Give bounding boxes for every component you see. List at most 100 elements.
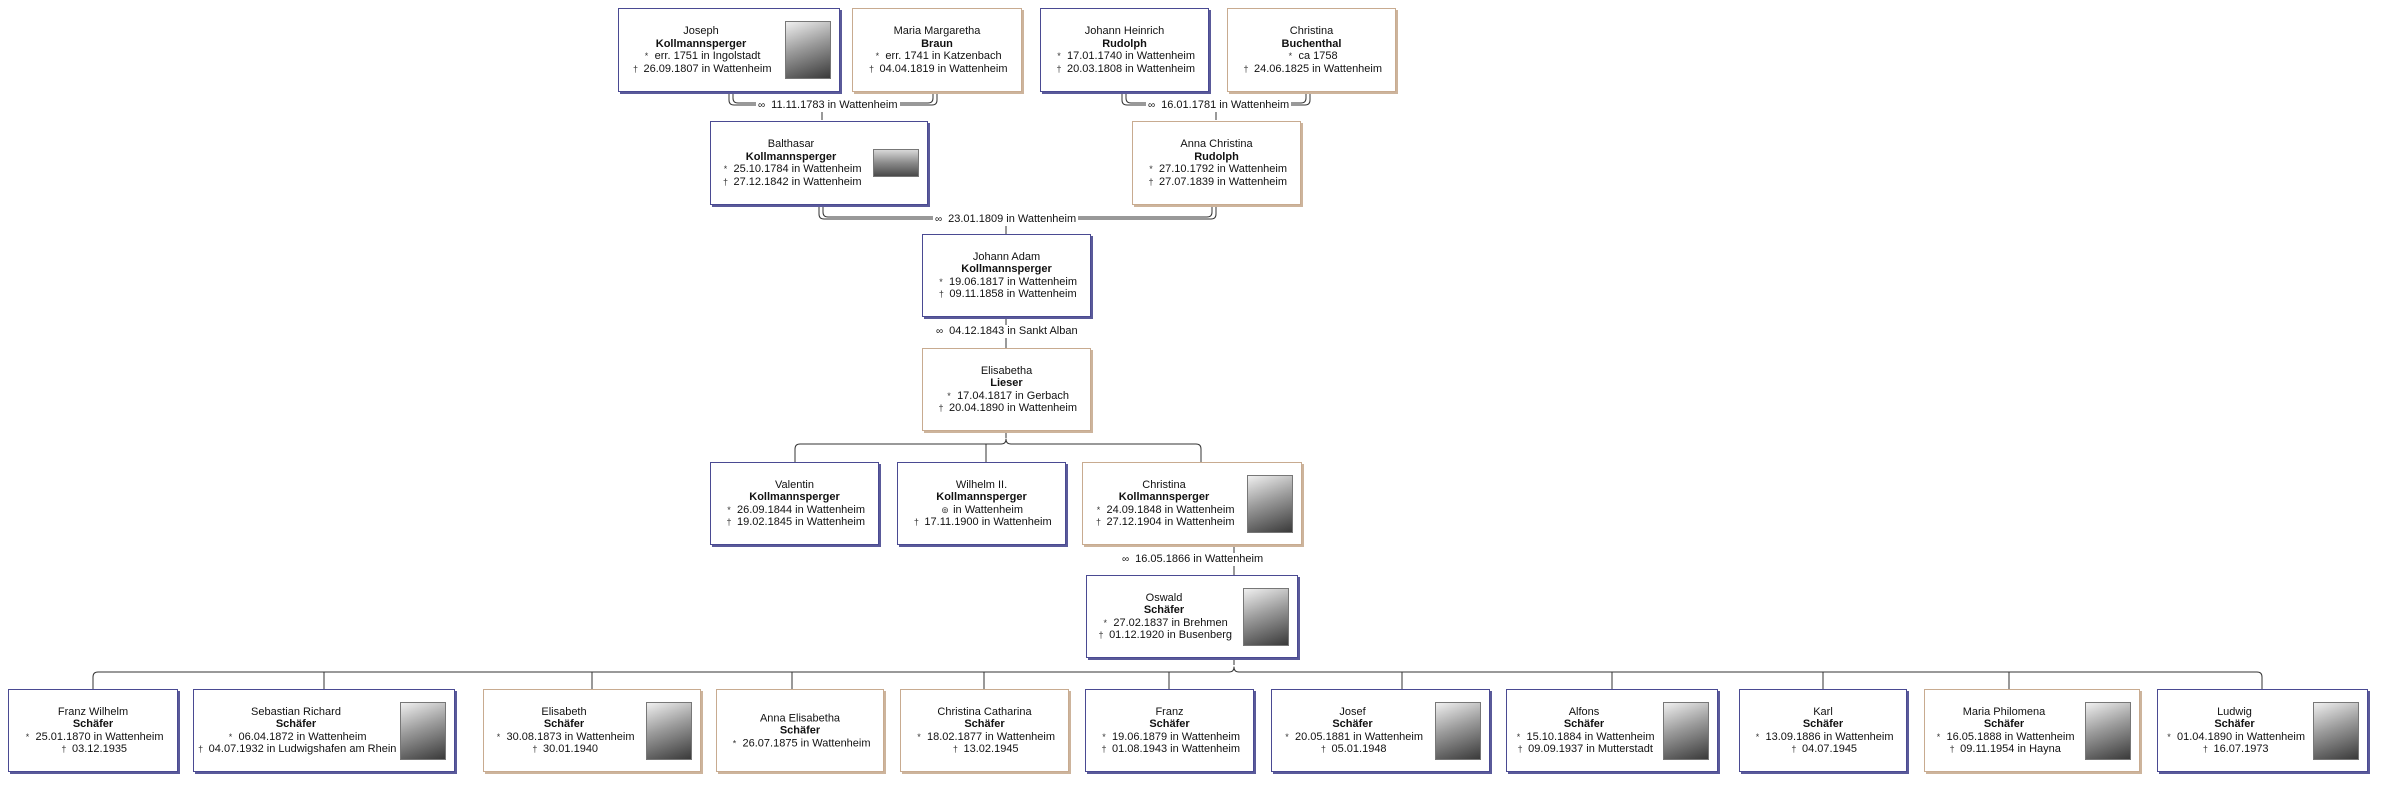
life-event: * err. 1751 in Ingolstadt — [619, 50, 783, 63]
given-name: Josef — [1339, 705, 1366, 718]
life-event: † 05.01.1948 — [1272, 743, 1433, 756]
portrait-photo[interactable] — [1243, 587, 1289, 646]
life-event: † 09.11.1858 in Wattenheim — [923, 288, 1090, 301]
life-event: † 04.07.1945 — [1740, 743, 1906, 756]
portrait-photo[interactable] — [2085, 701, 2131, 760]
life-event: * 24.09.1848 in Wattenheim — [1083, 504, 1245, 517]
life-event: * 15.10.1884 in Wattenheim — [1507, 731, 1661, 744]
surname: Schäfer — [72, 718, 114, 730]
life-event: † 27.12.1904 in Wattenheim — [1083, 516, 1245, 529]
life-event: * 18.02.1877 in Wattenheim — [901, 731, 1068, 744]
death-cross-icon: † — [726, 517, 732, 527]
birth-star-icon: * — [1755, 731, 1760, 742]
life-event: * 17.01.1740 in Wattenheim — [1041, 50, 1208, 63]
event-text: 30.01.1940 — [543, 743, 599, 755]
portrait-photo[interactable] — [1247, 474, 1293, 533]
life-event: * 26.09.1844 in Wattenheim — [711, 504, 878, 517]
event-text: 04.07.1932 in Ludwigshafen am Rhein — [208, 743, 397, 755]
marriage-icon: ∞ — [935, 214, 943, 225]
portrait-photo[interactable] — [785, 21, 831, 79]
landscape-photo[interactable] — [873, 149, 919, 177]
christening-icon: ⊚ — [941, 504, 949, 515]
life-event: * 13.09.1886 in Wattenheim — [1740, 731, 1906, 744]
event-text: 20.03.1808 in Wattenheim — [1067, 62, 1196, 75]
event-text: 09.11.1858 in Wattenheim — [949, 288, 1077, 300]
life-event: † 01.12.1920 in Busenberg — [1087, 629, 1241, 642]
portrait-photo[interactable] — [1663, 701, 1709, 760]
surname: Schäfer — [1802, 718, 1844, 730]
death-cross-icon: † — [1101, 744, 1107, 754]
event-text: 17.01.1740 in Wattenheim — [1067, 50, 1196, 62]
birth-star-icon: * — [723, 164, 728, 174]
life-event: † 09.11.1954 in Hayna — [1925, 743, 2083, 756]
death-cross-icon: † — [198, 744, 204, 754]
life-event: † 30.01.1940 — [484, 743, 644, 756]
death-cross-icon: † — [722, 176, 728, 187]
given-name: Christina — [1142, 478, 1186, 491]
event-text: 06.04.1872 in Wattenheim — [238, 730, 367, 743]
event-text: in Wattenheim — [953, 503, 1023, 516]
portrait-photo[interactable] — [1435, 701, 1481, 760]
event-text: 26.09.1844 in Wattenheim — [737, 503, 866, 516]
given-name: Ludwig — [2217, 705, 2252, 718]
surname: Schäfer — [2214, 718, 2255, 730]
given-name: Valentin — [775, 478, 814, 491]
life-event: † 20.04.1890 in Wattenheim — [923, 402, 1090, 415]
birth-star-icon: * — [25, 731, 30, 742]
birth-star-icon: * — [1102, 731, 1106, 742]
given-name: Anna Christina — [1180, 138, 1253, 150]
given-name: Oswald — [1145, 591, 1183, 604]
death-cross-icon: † — [1056, 63, 1062, 74]
event-text: 24.09.1848 in Wattenheim — [1106, 503, 1235, 516]
given-name: Joseph — [683, 25, 719, 37]
person-box-wilhelm[interactable]: Wilhelm II.Kollmannsperger⊚ in Wattenhei… — [897, 462, 1066, 545]
marriage-label: ∞11.11.1783 in Wattenheim — [756, 99, 900, 112]
surname: Schäfer — [1149, 718, 1190, 730]
event-text: 19.06.1879 in Wattenheim — [1112, 730, 1241, 743]
death-cross-icon: † — [632, 63, 638, 74]
given-name: Anna Elisabetha — [759, 711, 841, 724]
event-text: 25.10.1784 in Wattenheim — [733, 163, 862, 175]
event-text: 20.05.1881 in Wattenheim — [1295, 730, 1424, 743]
marriage-label: ∞04.12.1843 in Sankt Alban — [934, 325, 1080, 338]
given-name: Elisabetha — [980, 364, 1033, 377]
life-event: * err. 1741 in Katzenbach — [853, 50, 1021, 63]
marriage-icon: ∞ — [936, 326, 944, 337]
birth-star-icon: * — [1285, 731, 1289, 742]
given-name: Sebastian Richard — [251, 705, 341, 718]
birth-star-icon: * — [1057, 51, 1061, 61]
birth-star-icon: * — [1516, 731, 1521, 742]
portrait-photo[interactable] — [400, 701, 446, 760]
portrait-photo[interactable] — [646, 701, 692, 760]
portrait-photo[interactable] — [2313, 701, 2359, 760]
death-cross-icon: † — [1243, 63, 1249, 74]
